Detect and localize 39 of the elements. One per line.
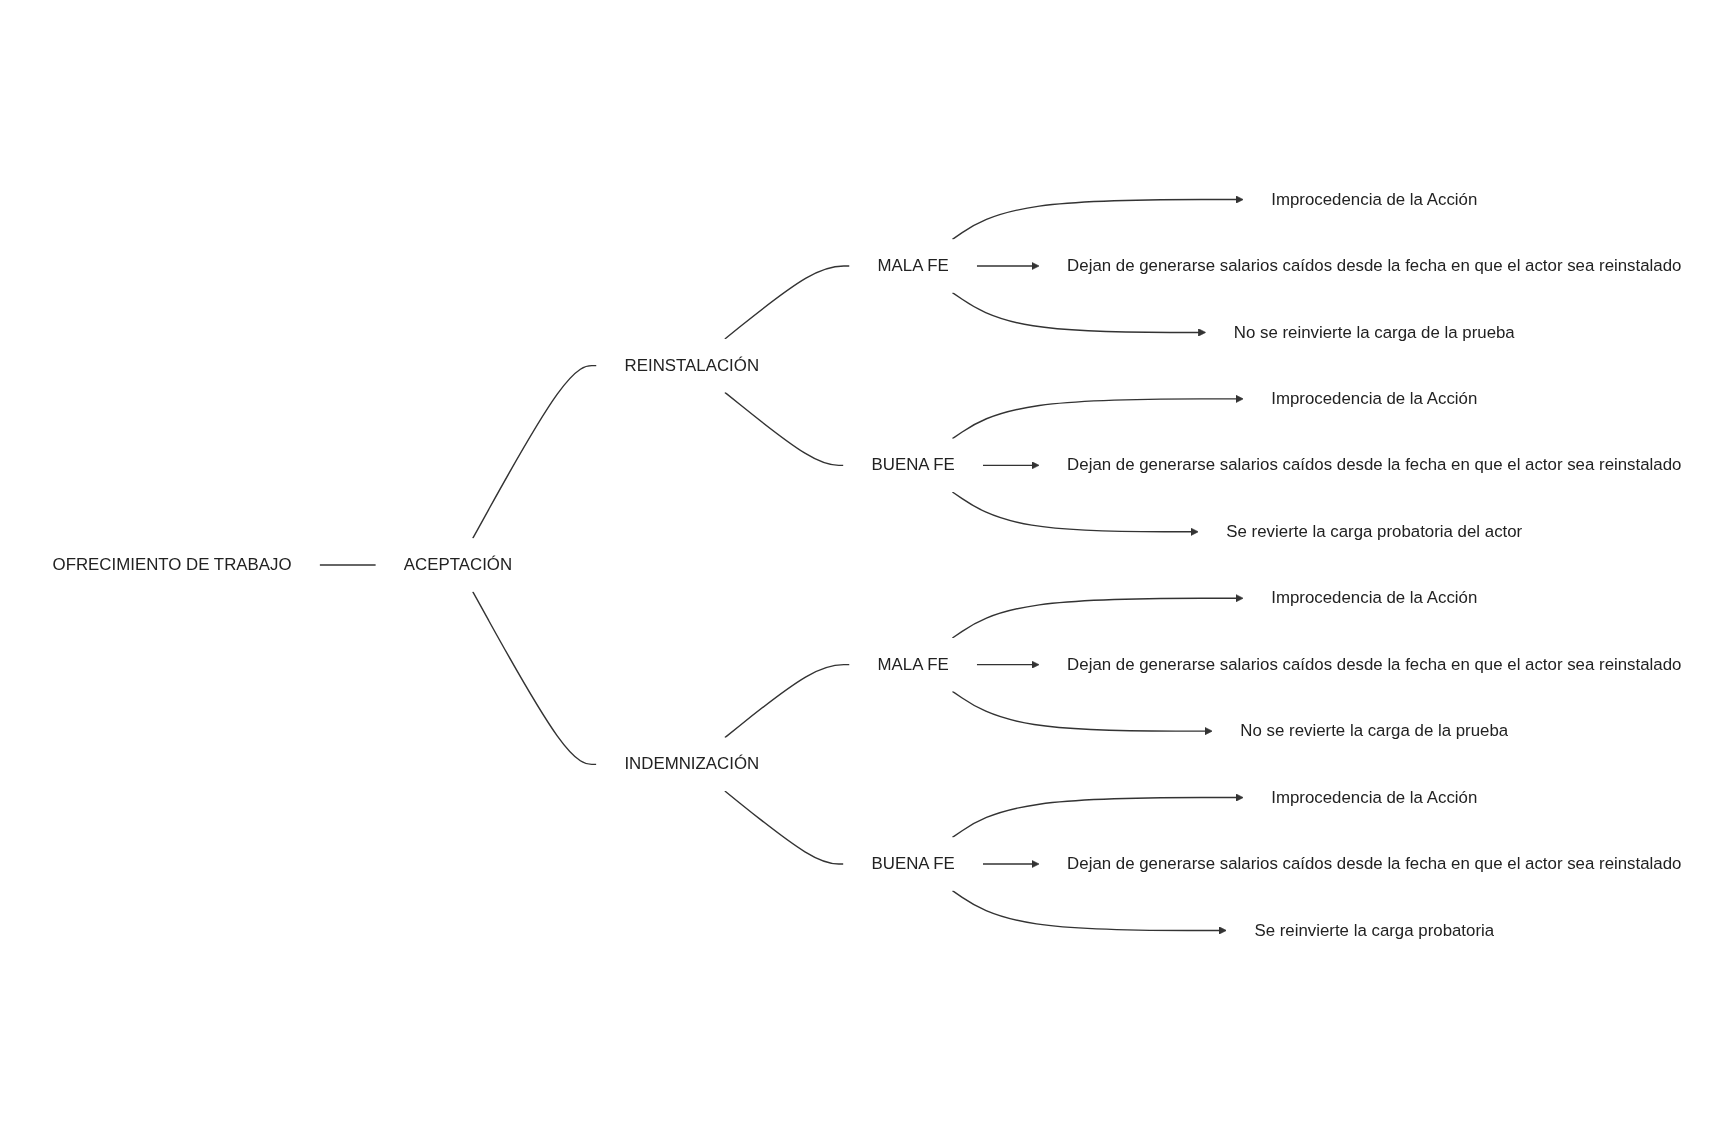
arrow xyxy=(976,261,1040,270)
node-text: No se revierte la carga de la prueba xyxy=(1240,720,1509,740)
node-text: Dejan de generarse salarios caídos desde la fecha en que el actor sea reinstalado xyxy=(1067,853,1682,873)
arrow xyxy=(951,792,1244,838)
node-text: BUENA FE xyxy=(871,455,955,474)
node-text: MALA FE xyxy=(877,654,949,674)
arrow xyxy=(951,889,1227,935)
arrow xyxy=(951,690,1213,735)
node-text: Se revierte la carga probatoria del actor xyxy=(1226,521,1523,541)
connector xyxy=(724,663,851,738)
arrow xyxy=(951,394,1244,439)
node-text: No se reinvierte la carga de la prueba xyxy=(1233,322,1515,341)
arrow xyxy=(951,291,1207,337)
arrow xyxy=(951,593,1244,639)
node-text: Dejan de generarse salarios caídos desde la fecha en que el actor sea reinstalado xyxy=(1067,455,1682,474)
connector xyxy=(724,789,845,865)
arrow xyxy=(982,460,1040,469)
node-text: Improcedencia de la Acción xyxy=(1271,787,1478,806)
node-text: BUENA FE xyxy=(871,853,955,873)
connector xyxy=(724,264,851,340)
node-text: ACEPTACIÓN xyxy=(403,554,513,574)
connector xyxy=(724,391,845,466)
arrow xyxy=(951,194,1244,240)
arrow xyxy=(976,660,1040,669)
node-text: INDEMNIZACIÓN xyxy=(624,754,760,773)
node-text: Improcedencia de la Acción xyxy=(1271,587,1478,607)
connector xyxy=(472,590,598,765)
node-text: OFRECIMIENTO DE TRABAJO xyxy=(52,554,292,574)
node-text: MALA FE xyxy=(877,255,949,275)
node-text: Dejan de generarse salarios caídos desde la fecha en que el actor sea reinstalado xyxy=(1067,255,1682,275)
node-text: Se reinvierte la carga probatoria xyxy=(1254,920,1495,939)
node-text: Improcedencia de la Acción xyxy=(1271,189,1478,208)
node-text: Improcedencia de la Acción xyxy=(1271,388,1478,408)
node-text: Dejan de generarse salarios caídos desde la fecha en que el actor sea reinstalado xyxy=(1067,654,1682,674)
connector xyxy=(472,364,598,539)
arrow xyxy=(951,490,1199,536)
arrow xyxy=(982,859,1040,868)
node-text: REINSTALACIÓN xyxy=(624,355,760,375)
connector xyxy=(318,563,377,566)
